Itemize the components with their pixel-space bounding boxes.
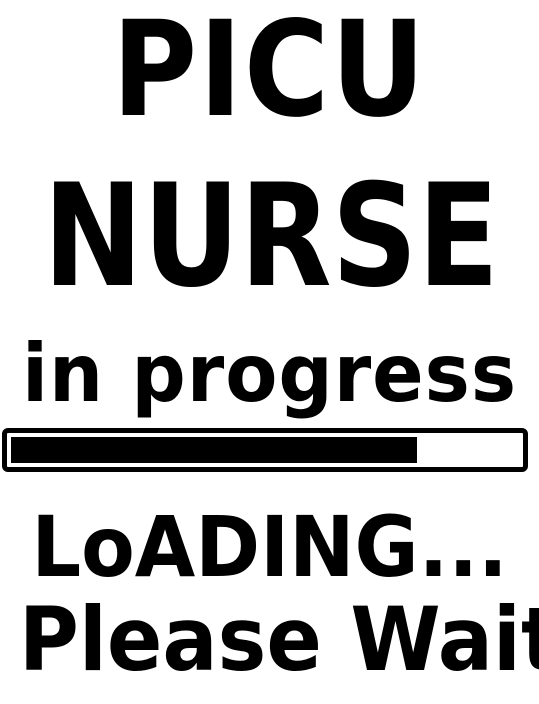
subtitle-in-progress: in progress bbox=[21, 327, 518, 420]
loading-progress-bar bbox=[2, 428, 528, 472]
please-wait-text: Please Wait bbox=[18, 588, 539, 691]
title-nurse: NURSE bbox=[43, 154, 500, 319]
loading-progress-fill bbox=[11, 437, 417, 463]
loading-text: LoADING... bbox=[31, 498, 508, 596]
title-picu: PICU bbox=[112, 0, 427, 147]
